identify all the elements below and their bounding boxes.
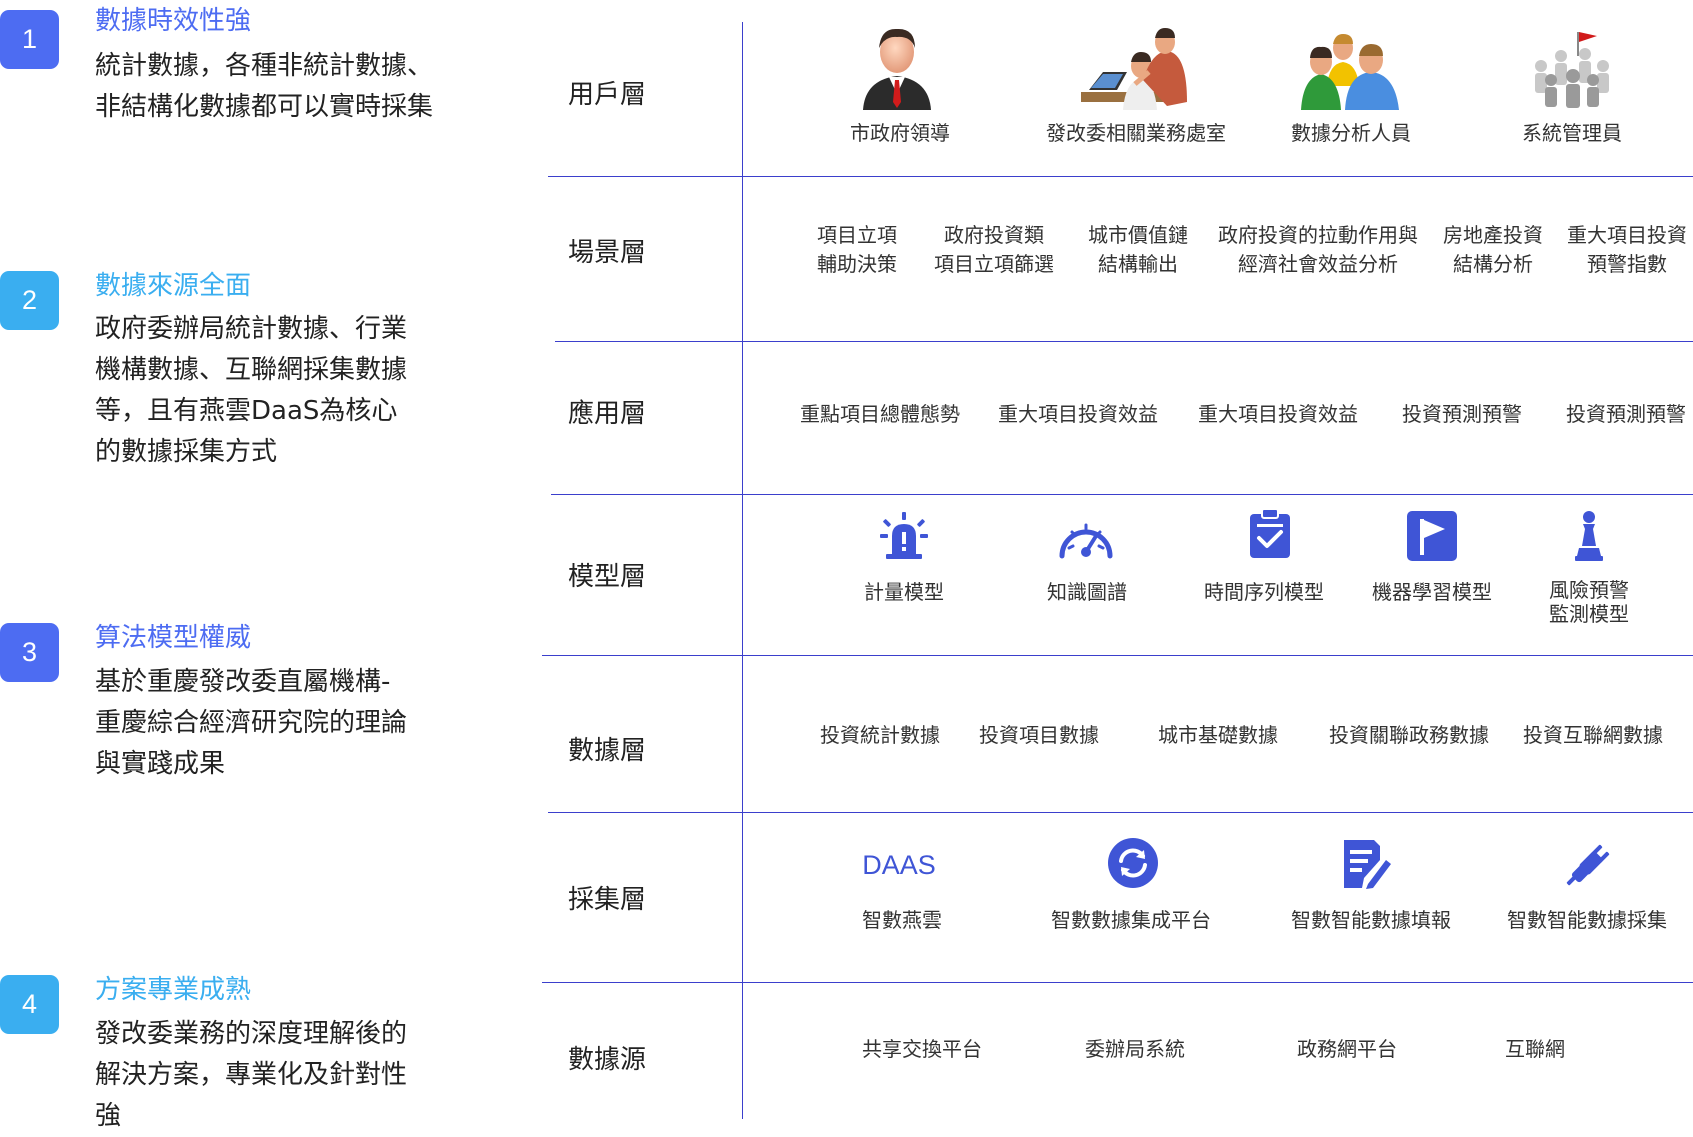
feature-desc-line: 統計數據，各種非統計數據、 [95,51,434,81]
data-item: 投資項目數據 [979,723,1099,747]
admin-crowd-icon [1535,32,1609,108]
daas-logo: DAAS [862,850,936,880]
feature-desc-line: 解決方案，專業化及針對性 [95,1060,408,1090]
source-item: 委辦局系統 [1085,1037,1185,1061]
clipboard-icon [1250,508,1290,558]
scene-item-line: 經濟社會效益分析 [1238,252,1398,276]
application-item: 投資預測預警 [1402,402,1522,426]
scene-item: 項目立項輔助決策 [817,221,897,279]
source-item: 政務網平台 [1297,1037,1397,1061]
feature-title-2: 數據來源全面 [95,271,252,301]
model-label: 機器學習模型 [1372,580,1492,604]
scene-item-line: 政府投資的拉動作用與 [1218,223,1418,247]
scene-item-line: 結構分析 [1453,252,1533,276]
feature-desc-line: 政府委辦局統計數據、行業 [95,314,408,344]
feature-badge-3: 3 [0,623,59,682]
feature-desc-2: 政府委辦局統計數據、行業 機構數據、互聯網採集數據 等，且有燕雲DaaS為核心 … [95,309,495,473]
scene-item: 城市價值鏈結構輸出 [1088,221,1188,279]
layer-label-user: 用戶層 [568,80,647,110]
scene-item: 重大項目投資預警指數 [1567,221,1687,279]
sync-icon [1108,838,1158,888]
user-label-analyst: 數據分析人員 [1291,121,1411,145]
data-item: 投資關聯政務數據 [1329,723,1489,747]
layer-label-source: 數據源 [568,1045,647,1075]
feature-desc-line: 重慶綜合經濟研究院的理論 [95,708,408,738]
scene-item-line: 房地產投資 [1443,223,1543,247]
model-label-line: 監測模型 [1549,602,1629,626]
application-item: 重大項目投資效益 [998,402,1158,426]
scene-item-line: 項目立項篩選 [934,252,1054,276]
row-divider [551,494,1693,495]
feature-badge-1: 1 [0,10,59,69]
leader-person-icon [863,28,931,110]
vertical-divider [742,22,743,1119]
feature-desc-line: 的數據採集方式 [95,437,278,467]
analyst-group-icon [1301,34,1399,110]
user-label-ndrc: 發改委相關業務處室 [1046,121,1226,145]
data-item: 投資互聯網數據 [1523,723,1663,747]
layer-label-scene: 場景層 [568,238,647,268]
office-meeting-icon [1081,28,1187,110]
feature-desc-4: 發改委業務的深度理解後的 解決方案，專業化及針對性 強 [95,1014,495,1137]
feature-desc-line: 與實踐成果 [95,749,226,779]
row-divider [542,982,1693,983]
model-label: 風險預警監測模型 [1549,578,1629,626]
application-item: 重大項目投資效益 [1198,402,1358,426]
model-label: 計量模型 [864,580,944,604]
flag-icon [1407,511,1457,561]
scene-item-line: 輔助決策 [817,252,897,276]
feature-title-1: 數據時效性強 [95,6,252,36]
feature-desc-1: 統計數據，各種非統計數據、 非結構化數據都可以實時採集 [95,46,495,128]
application-item: 重點項目總體態勢 [800,402,960,426]
row-divider [548,176,1693,177]
source-item: 互聯網 [1505,1037,1565,1061]
feature-desc-line: 發改委業務的深度理解後的 [95,1019,408,1049]
model-label: 時間序列模型 [1204,580,1324,604]
row-divider [555,341,1693,342]
feature-badge-2: 2 [0,271,59,330]
scene-item-line: 項目立項 [817,223,897,247]
layer-label-model: 模型層 [568,562,647,592]
scene-item-line: 城市價值鏈 [1088,223,1188,247]
edit-document-icon [1344,840,1391,889]
gauge-icon [1059,523,1113,559]
scene-item: 政府投資的拉動作用與經濟社會效益分析 [1218,221,1418,279]
feature-desc-line: 等，且有燕雲DaaS為核心 [95,396,398,426]
scene-item-line: 預警指數 [1587,252,1667,276]
source-item: 共享交換平台 [862,1037,982,1061]
row-divider [548,812,1693,813]
data-item: 城市基礎數據 [1158,723,1278,747]
feature-desc-line: 基於重慶發改委直屬機構- [95,667,391,697]
user-label-leader: 市政府領導 [850,121,950,145]
user-label-admin: 系統管理員 [1522,121,1622,145]
plug-icon [1566,844,1610,886]
data-item: 投資統計數據 [820,723,940,747]
row-divider [542,655,1693,656]
model-label-line: 風險預警 [1549,578,1629,602]
scene-item: 政府投資類項目立項篩選 [934,221,1054,279]
feature-desc-line: 非結構化數據都可以實時採集 [95,92,434,122]
chess-pawn-icon [1575,511,1603,561]
scene-item-line: 結構輸出 [1098,252,1178,276]
scene-item-line: 政府投資類 [944,223,1044,247]
scene-item-line: 重大項目投資 [1567,223,1687,247]
alarm-icon [880,512,928,559]
feature-desc-line: 強 [95,1101,122,1131]
layer-label-data: 數據層 [568,736,647,766]
model-label: 知識圖譜 [1047,580,1127,604]
feature-desc-line: 機構數據、互聯網採集數據 [95,355,408,385]
collection-label: 智數智能數據填報 [1291,908,1451,932]
scene-item: 房地產投資結構分析 [1443,221,1543,279]
application-item: 投資預測預警 [1566,402,1686,426]
feature-title-4: 方案專業成熟 [95,975,252,1005]
feature-badge-4: 4 [0,975,59,1034]
collection-label: 智數智能數據採集 [1507,908,1667,932]
layer-label-collection: 採集層 [568,885,647,915]
feature-desc-3: 基於重慶發改委直屬機構- 重慶綜合經濟研究院的理論 與實踐成果 [95,662,495,785]
layer-label-application: 應用層 [568,399,647,429]
feature-title-3: 算法模型權威 [95,623,252,653]
collection-label: 智數燕雲 [862,908,942,932]
collection-label: 智數數據集成平台 [1051,908,1211,932]
